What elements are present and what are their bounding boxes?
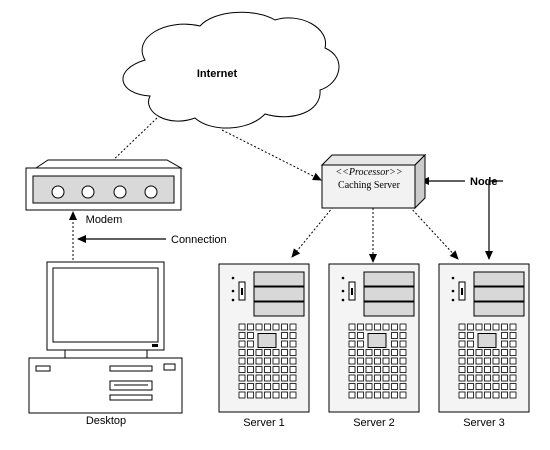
server-2: Server 2: [328, 263, 420, 429]
modem-label: Modem: [86, 214, 123, 226]
caching-server-node: <<Processor>> Caching Server: [320, 153, 427, 210]
caching-server-label: Caching Server: [338, 180, 401, 191]
node-label: Node: [470, 176, 498, 188]
modem-device: Modem: [25, 159, 183, 226]
connections: [69, 117, 459, 263]
node-arrow-to-server3: [485, 180, 503, 260]
processor-node-icon: [320, 153, 427, 210]
connection-label: Connection: [171, 234, 227, 246]
cloud-to-caching-server-link: [221, 129, 322, 181]
server-2-label: Server 2: [353, 417, 395, 429]
caching-to-server1-link: [291, 206, 334, 258]
cloud-icon: [122, 11, 340, 129]
cloud-to-modem-link: [106, 117, 158, 167]
annotation-arrows: [77, 177, 503, 260]
server-3: Server 3: [438, 263, 530, 429]
desktop-computer: Desktop: [28, 261, 183, 427]
server-group: Server 1 Server 2 Server 3: [218, 263, 530, 429]
internet-label: Internet: [197, 68, 238, 80]
desktop-computer-icon: [28, 261, 183, 414]
internet-cloud: Internet: [122, 11, 340, 129]
modem-icon: [25, 159, 183, 211]
server-1-label: Server 1: [243, 417, 285, 429]
server-tower-icon: [218, 263, 310, 413]
desktop-label: Desktop: [86, 415, 126, 427]
server-tower-icon: [328, 263, 420, 413]
processor-stereotype-label: <<Processor>>: [335, 167, 402, 178]
server-3-label: Server 3: [463, 417, 505, 429]
server-1: Server 1: [218, 263, 310, 429]
server-tower-icon: [438, 263, 530, 413]
caching-to-server3-link: [409, 206, 459, 260]
